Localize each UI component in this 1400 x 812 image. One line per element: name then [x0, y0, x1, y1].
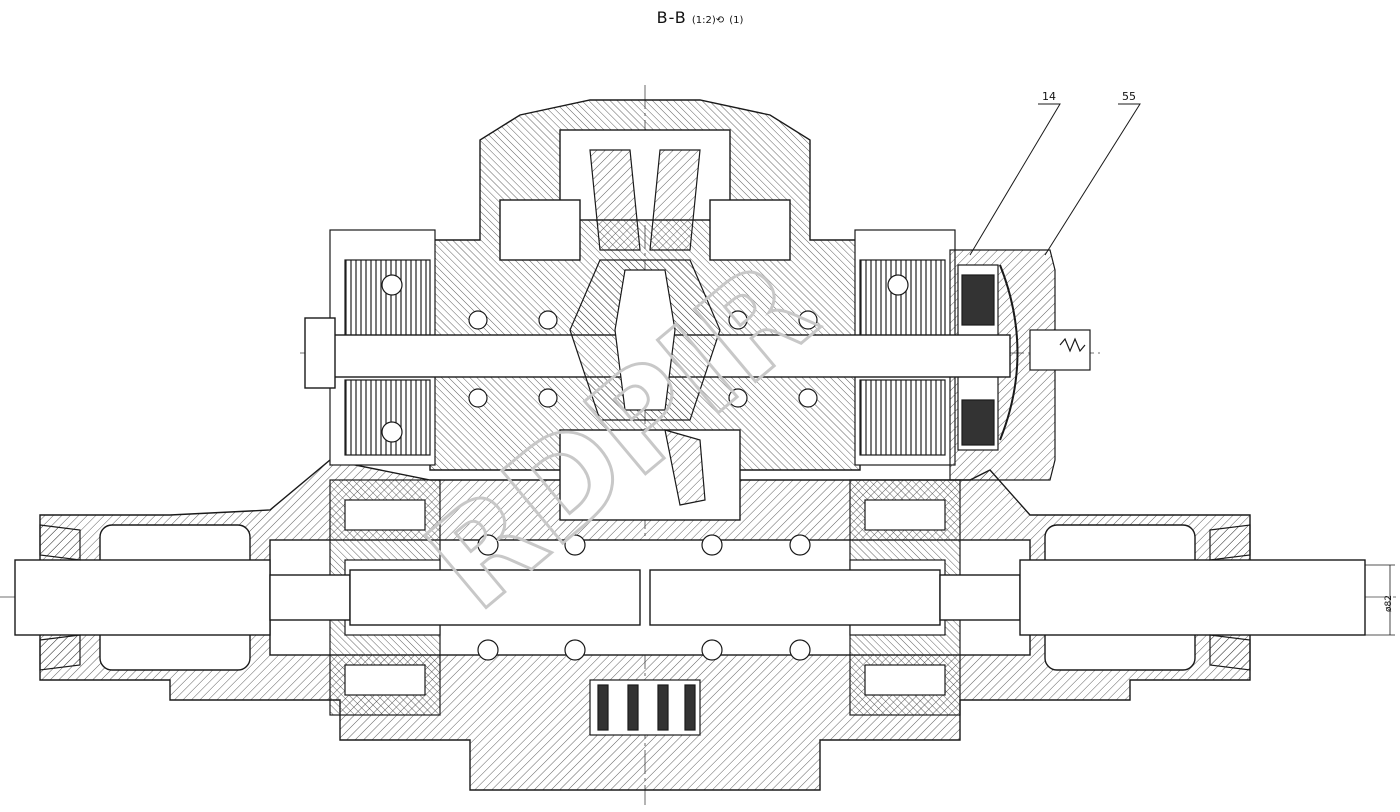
lower-gear-teeth [589, 679, 701, 736]
callout-leaders [969, 103, 1141, 256]
diameter-label: ø82 [1384, 595, 1394, 612]
bevel-gear-set [569, 149, 721, 506]
section-title: B-B (1:2)⟲ (1) [0, 8, 1400, 27]
dimension-line [1365, 564, 1395, 636]
callout-55: 55 [1122, 90, 1136, 103]
sheet-ref-label: (1) [729, 15, 744, 26]
callout-14: 14 [1042, 90, 1056, 103]
end-bearings [39, 524, 1251, 671]
axle-shaft [14, 559, 1366, 636]
scale-label: (1:2) [691, 15, 716, 26]
section-label: B-B [656, 8, 687, 27]
rotation-icon: ⟲ [715, 15, 725, 26]
bearings [468, 310, 818, 661]
